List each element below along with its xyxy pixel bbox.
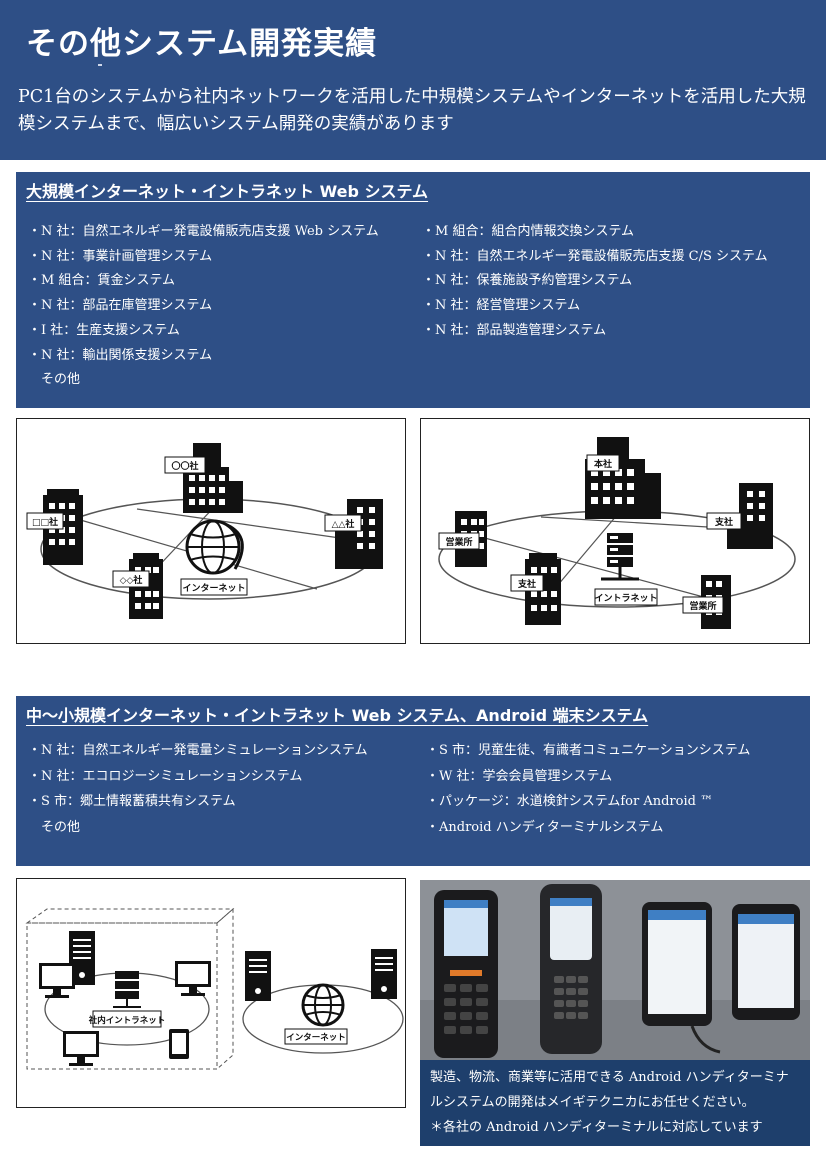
list-item: ・S 市：郷土情報蓄積共有システム [28, 794, 236, 809]
server-icon [69, 931, 95, 985]
list-item: ・M 組合：賃金システム [28, 273, 176, 289]
list-item: ・N 社：自然エネルギー発電設備販売店支援 C/S システム [422, 248, 768, 264]
list-item: ・N 社：経営管理システム [422, 298, 581, 314]
list-item: ・S 市：児童生徒、有識者コミュニケーションシステム [426, 743, 751, 758]
list-item: ・N 社：部品在庫管理システム [28, 298, 213, 314]
caption-line: ルシステムの開発はメイギテクニカにお任せください。 [430, 1095, 755, 1110]
caption-line: ＊各社の Android ハンディターミナルに対応しています [430, 1120, 763, 1135]
list-item: ・N 社：輸出関係支援システム [28, 347, 213, 363]
globe-icon [185, 519, 244, 575]
list-item: その他 [28, 372, 81, 388]
large-scale-title: 大規模インターネット・イントラネット Web システム [26, 182, 429, 201]
node-label: ◇◇社 [120, 574, 143, 586]
node-label: 支社 [714, 516, 733, 528]
building-icon [183, 443, 243, 513]
list-item: ・N 社：部品製造管理システム [422, 322, 607, 338]
large-scale-panel: 大規模インターネット・イントラネット Web システム ・N 社：自然エネルギー… [16, 172, 810, 408]
large-scale-list-right: ・M 組合：組合内情報交換システム ・N 社：自然エネルギー発電設備販売店支援 … [422, 220, 768, 344]
caption-line: 製造、物流、商業等に活用できる Android ハンディターミナ [430, 1070, 789, 1085]
node-label: □□社 [32, 516, 58, 528]
building-icon [43, 489, 83, 565]
node-label: 支社 [517, 578, 536, 590]
node-label: 営業所 [689, 600, 716, 612]
list-item: ・I 社：生産支援システム [28, 322, 180, 338]
small-scale-title: 中～小規模インターネット・イントラネット Web システム、Android 端末… [26, 706, 649, 725]
list-item: ・W 社：学会会員管理システム [426, 768, 613, 784]
handheld-terminal-image [540, 884, 602, 1054]
large-scale-list-left: ・N 社：自然エネルギー発電設備販売店支援 Web システム ・N 社：事業計画… [28, 220, 379, 393]
internet-network-diagram: 〇〇社 □□社 △△社 [16, 418, 406, 644]
desktop-icon [63, 1031, 99, 1066]
building-icon [335, 499, 383, 569]
network-label: インターネット [182, 582, 245, 594]
small-scale-list-left: ・N 社：自然エネルギー発電量シミュレーションシステム ・N 社：エコロジーシミ… [28, 738, 368, 840]
node-label: 営業所 [445, 536, 472, 548]
desktop-icon [39, 963, 75, 998]
list-item: ・N 社：事業計画管理システム [28, 248, 213, 264]
list-item: ・パッケージ：水道検針システムfor Android ™ [426, 794, 714, 809]
header-divider [98, 64, 102, 66]
list-item: その他 [28, 819, 81, 835]
list-item: ・N 社：自然エネルギー発電量シミュレーションシステム [28, 743, 368, 758]
building-icon [129, 553, 163, 619]
lan-network-diagram: 社内イントラネット インターネット [16, 878, 406, 1108]
desktop-icon [175, 961, 211, 996]
network-label: 社内イントラネット [88, 1015, 166, 1026]
list-item: ・M 組合：組合内情報交換システム [422, 224, 635, 239]
building-icon [585, 437, 661, 519]
intranet-network-diagram: 本社 支社 営業所 [420, 418, 810, 644]
handheld-terminals-photo [420, 880, 810, 1060]
globe-icon [301, 983, 345, 1027]
handheld-terminal-image [642, 902, 721, 1054]
small-scale-list-right: ・S 市：児童生徒、有識者コミュニケーションシステム ・W 社：学会会員管理シス… [426, 738, 750, 840]
node-label: 本社 [594, 458, 612, 470]
page-intro: PC1台のシステムから社内ネットワークを活用した中規模システムやインターネットを… [18, 87, 806, 134]
list-item: ・N 社：エコロジーシミュレーションシステム [28, 768, 303, 784]
list-item: ・N 社：自然エネルギー発電設備販売店支援 Web システム [28, 224, 379, 239]
photo-caption: 製造、物流、商業等に活用できる Android ハンディターミナ ルシステムの開… [420, 1060, 810, 1146]
building-icon [525, 553, 561, 625]
network-label: イントラネット [594, 593, 657, 604]
handheld-terminal-image [434, 890, 498, 1058]
server-icon [245, 951, 271, 1001]
page-title: その他システム開発実績 [26, 26, 378, 62]
small-scale-panel: 中～小規模インターネット・イントラネット Web システム、Android 端末… [16, 696, 810, 866]
handheld-terminal-image [732, 904, 800, 1020]
node-label: 〇〇社 [171, 460, 198, 472]
server-icon [113, 971, 141, 1008]
list-item: ・N 社：保養施設予約管理システム [422, 273, 633, 289]
network-label: インターネット [286, 1032, 346, 1043]
server-icon [371, 949, 397, 999]
list-item: ・Android ハンディターミナルシステム [426, 819, 664, 835]
tablet-icon [169, 1029, 189, 1059]
node-label: △△社 [332, 518, 355, 530]
page-header: その他システム開発実績 PC1台のシステムから社内ネットワークを活用した中規模シ… [0, 0, 826, 160]
server-icon [601, 533, 639, 581]
